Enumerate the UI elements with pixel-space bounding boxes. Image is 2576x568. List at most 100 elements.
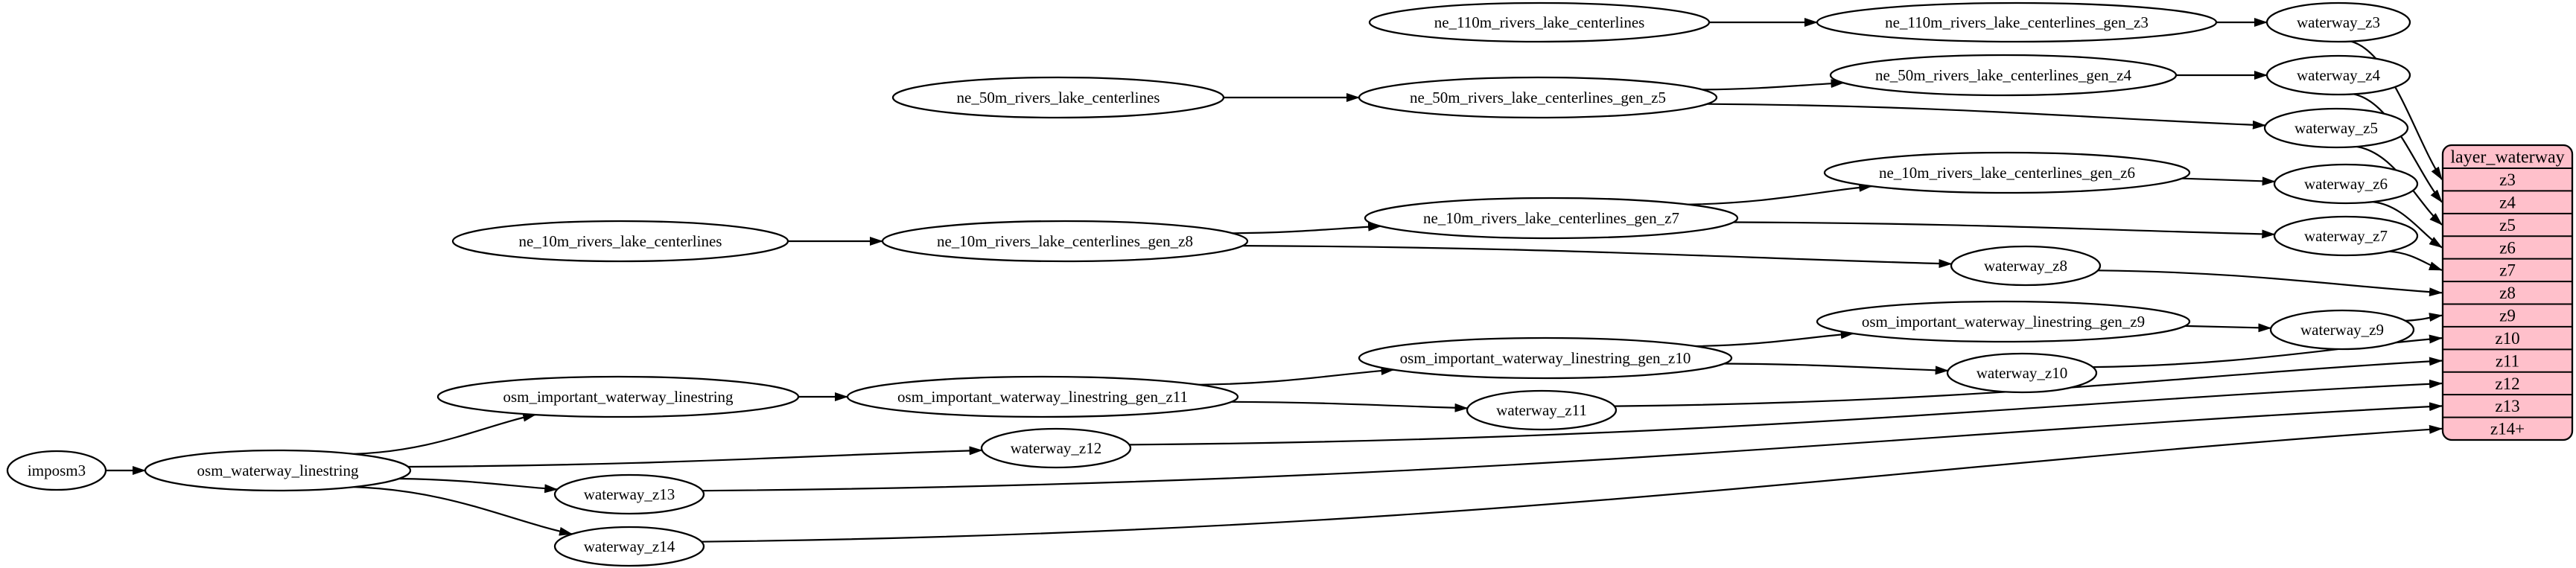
osm_important_waterway_linestring_gen_z11-label: osm_important_waterway_linestring_gen_z1…	[897, 388, 1188, 406]
ne_110m_rivers_lake_centerlines-label: ne_110m_rivers_lake_centerlines	[1434, 13, 1645, 31]
node-ne_110m_rivers_lake_centerlines_gen_z3: ne_110m_rivers_lake_centerlines_gen_z3	[1816, 1, 2218, 43]
edge-osm_important_waterway_linestring_gen_z11-to-osm_important_waterway_linestring_gen_z10	[1198, 366, 1395, 386]
node-waterway_z9: waterway_z9	[2269, 309, 2415, 351]
ne_50m_rivers_lake_centerlines-label: ne_50m_rivers_lake_centerlines	[957, 89, 1160, 106]
node-waterway_z8: waterway_z8	[1950, 245, 2102, 287]
imposm3-shape	[6, 450, 107, 491]
record-row-z5: z5	[2499, 216, 2516, 234]
node-osm_important_waterway_linestring: osm_important_waterway_linestring	[436, 375, 800, 418]
waterway_z4-label: waterway_z4	[2297, 66, 2380, 84]
record-row-z3: z3	[2499, 170, 2516, 189]
node-waterway_z4: waterway_z4	[2265, 54, 2411, 96]
record-row-z13: z13	[2495, 397, 2519, 415]
node-imposm3: imposm3	[6, 450, 107, 491]
waterway_z8-label: waterway_z8	[1984, 257, 2067, 275]
edge-ne_10m_rivers_lake_centerlines_gen_z6-to-waterway_z6	[2181, 176, 2276, 186]
ne_10m_rivers_lake_centerlines-label: ne_10m_rivers_lake_centerlines	[519, 232, 722, 250]
node-osm_important_waterway_linestring_gen_z11: osm_important_waterway_linestring_gen_z1…	[846, 375, 1239, 418]
record-row-z14+: z14+	[2490, 420, 2525, 438]
node-ne_110m_rivers_lake_centerlines: ne_110m_rivers_lake_centerlines	[1368, 1, 1711, 43]
record-row-z11: z11	[2496, 351, 2519, 370]
osm_important_waterway_linestring-label: osm_important_waterway_linestring	[503, 388, 734, 406]
record-row-z7: z7	[2499, 261, 2516, 280]
node-waterway_z3: waterway_z3	[2265, 1, 2411, 43]
record-outline	[2441, 144, 2574, 441]
ne_50m_rivers_lake_centerlines_gen_z5-shape	[1358, 76, 1718, 119]
waterway_z5-shape	[2263, 107, 2409, 149]
waterway_z7-shape	[2273, 215, 2419, 257]
edge-ne_10m_rivers_lake_centerlines_gen_z7-to-waterway_z7	[1733, 221, 2276, 239]
edges-layer	[106, 18, 2443, 543]
waterway_z6-label: waterway_z6	[2304, 175, 2388, 193]
record-row-z10: z10	[2495, 329, 2519, 348]
node-ne_50m_rivers_lake_centerlines_gen_z4: ne_50m_rivers_lake_centerlines_gen_z4	[1829, 54, 2178, 97]
waterway_z5-label: waterway_z5	[2294, 119, 2378, 137]
edge-waterway_z8-to-z8	[2097, 269, 2443, 297]
ne_10m_rivers_lake_centerlines_gen_z8-shape	[881, 220, 1249, 263]
edge-waterway_z13-to-z13	[702, 402, 2443, 492]
ne_110m_rivers_lake_centerlines_gen_z3-label: ne_110m_rivers_lake_centerlines_gen_z3	[1885, 13, 2149, 31]
ne_10m_rivers_lake_centerlines_gen_z8-label: ne_10m_rivers_lake_centerlines_gen_z8	[937, 232, 1193, 250]
edge-waterway_z6-to-z6	[2373, 201, 2443, 249]
waterway_z3-shape	[2265, 1, 2411, 43]
edge-osm_waterway_linestring-to-waterway_z12	[407, 446, 983, 468]
node-osm_waterway_linestring: osm_waterway_linestring	[144, 449, 412, 492]
node-waterway_z10: waterway_z10	[1946, 352, 2098, 394]
ne_50m_rivers_lake_centerlines_gen_z4-shape	[1829, 54, 2178, 97]
edge-osm_important_waterway_linestring_gen_z11-to-waterway_z11	[1231, 401, 1469, 412]
osm_waterway_linestring-shape	[144, 449, 412, 492]
waterway_z7-label: waterway_z7	[2304, 227, 2388, 245]
ne_50m_rivers_lake_centerlines_gen_z5-label: ne_50m_rivers_lake_centerlines_gen_z5	[1410, 89, 1666, 106]
osm_important_waterway_linestring_gen_z10-label: osm_important_waterway_linestring_gen_z1…	[1400, 349, 1691, 367]
edge-waterway_z4-to-z4	[2353, 93, 2443, 203]
waterway_z9-label: waterway_z9	[2300, 321, 2384, 339]
waterway_z10-shape	[1946, 352, 2098, 394]
edge-osm_waterway_linestring-to-waterway_z14	[354, 486, 573, 536]
edge-osm_waterway_linestring-to-osm_important_waterway_linestring	[354, 412, 537, 455]
waterway_z4-shape	[2265, 54, 2411, 96]
node-ne_10m_rivers_lake_centerlines_gen_z7: ne_10m_rivers_lake_centerlines_gen_z7	[1364, 197, 1739, 240]
edge-ne_10m_rivers_lake_centerlines_gen_z7-to-ne_10m_rivers_lake_centerlines_gen_z6	[1688, 182, 1873, 205]
waterway_z14-shape	[553, 526, 705, 567]
waterway_z11-label: waterway_z11	[1496, 401, 1587, 419]
node-ne_10m_rivers_lake_centerlines_gen_z6: ne_10m_rivers_lake_centerlines_gen_z6	[1823, 151, 2191, 194]
osm_important_waterway_linestring-shape	[436, 375, 800, 418]
node-ne_50m_rivers_lake_centerlines_gen_z5: ne_50m_rivers_lake_centerlines_gen_z5	[1358, 76, 1718, 119]
edge-osm_important_waterway_linestring_gen_z9-to-waterway_z9	[2184, 323, 2272, 333]
waterway_z11-shape	[1466, 389, 1618, 431]
record-row-z8: z8	[2499, 284, 2516, 302]
edge-ne_10m_rivers_lake_centerlines_gen_z8-to-waterway_z8	[1242, 245, 1953, 269]
node-waterway_z5: waterway_z5	[2263, 107, 2409, 149]
node-waterway_z11: waterway_z11	[1466, 389, 1618, 431]
imposm3-label: imposm3	[28, 462, 86, 479]
record-row-z12: z12	[2495, 374, 2519, 393]
node-waterway_z12: waterway_z12	[980, 427, 1132, 469]
ne_50m_rivers_lake_centerlines-shape	[891, 76, 1225, 119]
waterway_z6-shape	[2273, 163, 2419, 205]
waterway_z12-shape	[980, 427, 1132, 469]
edge-waterway_z3-to-z3	[2350, 40, 2443, 181]
record-title: layer_waterway	[2450, 148, 2564, 167]
node-ne_10m_rivers_lake_centerlines: ne_10m_rivers_lake_centerlines	[451, 220, 789, 263]
node-waterway_z7: waterway_z7	[2273, 215, 2419, 257]
waterway_z13-shape	[553, 473, 705, 515]
osm_important_waterway_linestring_gen_z9-shape	[1816, 300, 2191, 343]
waterway_z9-shape	[2269, 309, 2415, 351]
record-row-z4: z4	[2499, 193, 2516, 211]
osm_important_waterway_linestring_gen_z11-shape	[846, 375, 1239, 418]
edge-osm_important_waterway_linestring_gen_z10-to-osm_important_waterway_linestring_gen_z9	[1695, 330, 1854, 348]
node-ne_10m_rivers_lake_centerlines_gen_z8: ne_10m_rivers_lake_centerlines_gen_z8	[881, 220, 1249, 263]
waterway_z14-label: waterway_z14	[584, 537, 675, 555]
osm_waterway_linestring-label: osm_waterway_linestring	[197, 462, 359, 479]
edge-waterway_z12-to-z12	[1129, 379, 2443, 446]
edge-ne_50m_rivers_lake_centerlines_gen_z5-to-waterway_z5	[1707, 103, 2266, 130]
ne_50m_rivers_lake_centerlines_gen_z4-label: ne_50m_rivers_lake_centerlines_gen_z4	[1875, 66, 2132, 84]
node-osm_important_waterway_linestring_gen_z10: osm_important_waterway_linestring_gen_z1…	[1358, 336, 1733, 380]
ne_10m_rivers_lake_centerlines_gen_z6-shape	[1823, 151, 2191, 194]
record-layer-waterway: layer_waterwayz3z4z5z6z7z8z9z10z11z12z13…	[2441, 144, 2574, 441]
ne_10m_rivers_lake_centerlines_gen_z7-shape	[1364, 197, 1739, 240]
node-osm_important_waterway_linestring_gen_z9: osm_important_waterway_linestring_gen_z9	[1816, 300, 2191, 343]
waterway_z8-shape	[1950, 245, 2102, 287]
